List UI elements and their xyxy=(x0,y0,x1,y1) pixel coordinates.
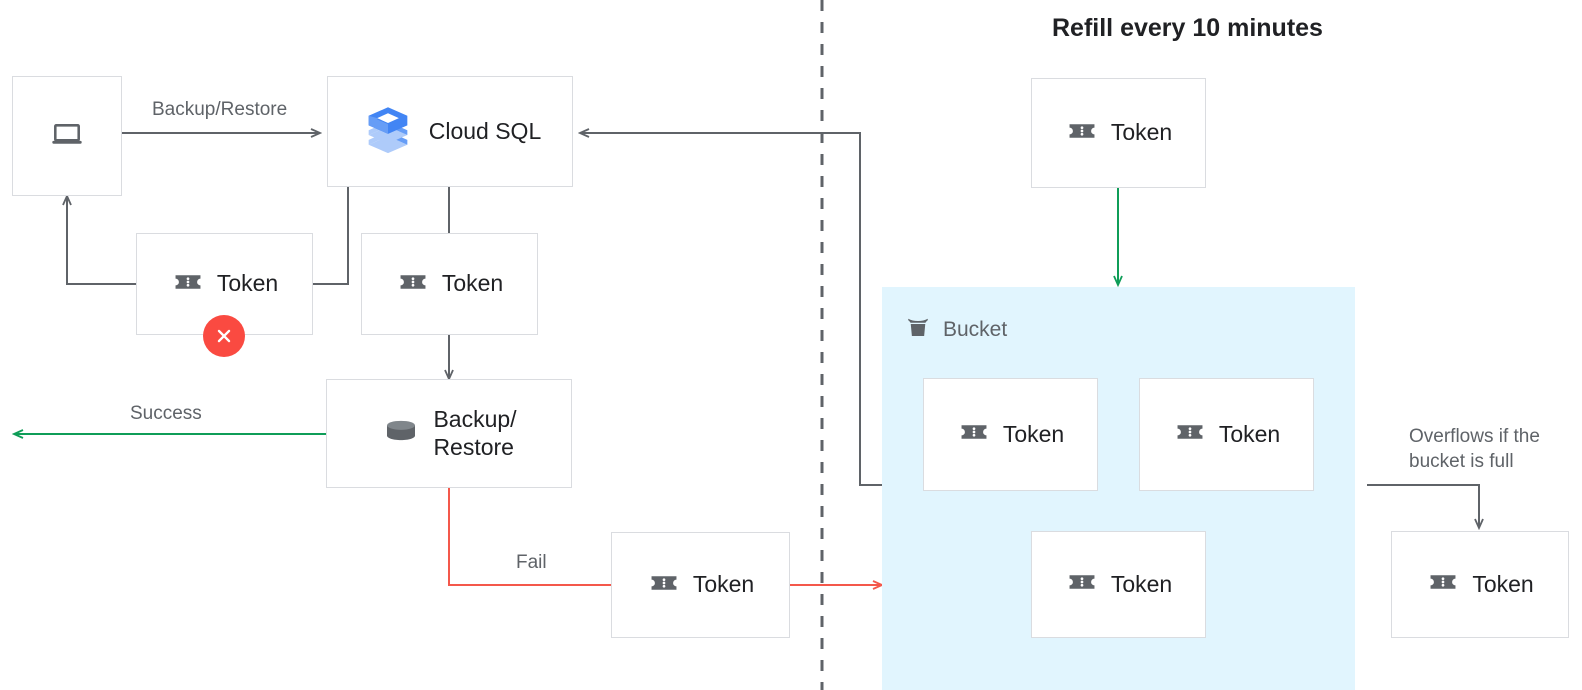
node-client[interactable] xyxy=(12,76,122,196)
node-backup-restore[interactable]: Backup/ Restore xyxy=(326,379,572,488)
edge-label-fail: Fail xyxy=(516,552,547,573)
bucket-title: Bucket xyxy=(903,312,1007,347)
status-badge-error xyxy=(203,315,245,357)
node-token-overflow-label: Token xyxy=(1472,570,1534,597)
token-icon xyxy=(1065,565,1099,604)
node-token-cloudsql[interactable]: Token xyxy=(361,233,538,335)
node-token-bucket-3[interactable]: Token xyxy=(1031,531,1206,638)
token-icon xyxy=(171,265,205,304)
node-token-refill-label: Token xyxy=(1110,119,1173,146)
token-icon xyxy=(647,566,681,605)
node-token-bucket-1[interactable]: Token xyxy=(923,378,1098,491)
laptop-icon xyxy=(49,116,85,157)
node-token-fail-label: Token xyxy=(692,571,755,598)
token-icon xyxy=(1426,565,1460,604)
node-token-overflow[interactable]: Token xyxy=(1391,531,1569,638)
page-title: Refill every 10 minutes xyxy=(1052,14,1323,42)
edge-bucket-to-cloudsql xyxy=(580,133,892,486)
bucket-icon xyxy=(903,312,933,347)
token-icon xyxy=(396,265,430,304)
edge-cloudsql-to-token-client xyxy=(313,187,349,285)
node-token-bucket-2-label: Token xyxy=(1218,420,1281,447)
token-icon xyxy=(1173,415,1207,454)
edge-label-overflow: Overflows if the bucket is full xyxy=(1409,426,1540,472)
node-token-bucket-1-label: Token xyxy=(1002,420,1065,447)
edge-token-client-to-client xyxy=(67,196,136,285)
node-token-cloudsql-label: Token xyxy=(441,270,504,297)
edge-overflow xyxy=(1367,484,1479,528)
node-cloud-sql[interactable]: Cloud SQL xyxy=(327,76,573,187)
bucket-label: Bucket xyxy=(943,317,1008,341)
node-backup-restore-label: Backup/ Restore xyxy=(433,406,517,460)
database-icon xyxy=(381,411,421,456)
node-token-client-label: Token xyxy=(216,270,279,297)
node-token-bucket-2[interactable]: Token xyxy=(1139,378,1314,491)
close-icon xyxy=(217,329,231,343)
token-icon xyxy=(1065,114,1099,153)
node-token-bucket-3-label: Token xyxy=(1110,570,1173,597)
node-token-refill[interactable]: Token xyxy=(1031,78,1206,188)
edge-label-success: Success xyxy=(130,403,202,424)
edge-label-backup-restore: Backup/Restore xyxy=(152,99,288,120)
cloud-sql-icon xyxy=(359,100,417,163)
node-cloud-sql-label: Cloud SQL xyxy=(428,117,542,144)
node-token-fail[interactable]: Token xyxy=(611,532,790,638)
token-icon xyxy=(957,415,991,454)
